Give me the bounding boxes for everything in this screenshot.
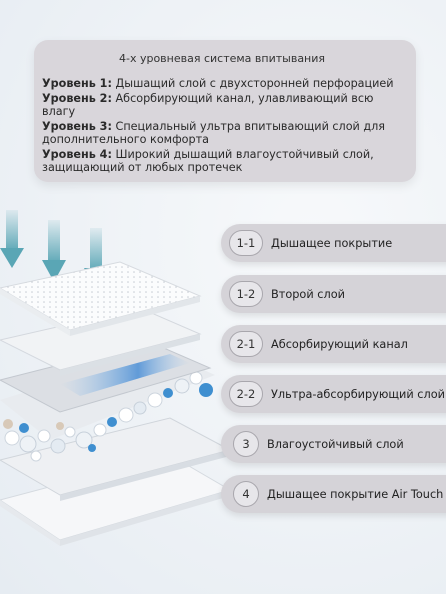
layer-label: Второй слой xyxy=(271,287,345,301)
layer-number: 1-2 xyxy=(229,281,263,307)
info-card: 4-х уровневая система впитывания Уровень… xyxy=(34,40,416,182)
layer-item-4: 4 Дышащее покрытие Air Touch xyxy=(221,475,446,513)
layer-number: 2-1 xyxy=(229,331,263,357)
arrow-icon xyxy=(42,220,66,282)
level-text: Дышащий слой с двухсторонней перфорацией xyxy=(115,77,394,90)
level-1: Уровень 1: Дышащий слой с двухсторонней … xyxy=(42,77,402,91)
level-text-cont: защищающий от любых протечек xyxy=(42,161,243,174)
layer-number: 1-1 xyxy=(229,230,263,256)
layer-label: Ультра-абсорбирующий слой xyxy=(271,387,445,401)
card-title: 4-х уровневая система впитывания xyxy=(118,52,326,65)
layer-item-2-1: 2-1 Абсорбирующий канал xyxy=(221,325,446,363)
layers-illustration xyxy=(0,210,230,546)
level-2: Уровень 2: Абсорбирующий канал, улавлива… xyxy=(42,92,402,119)
layer-number: 3 xyxy=(233,431,259,457)
layer-label: Абсорбирующий канал xyxy=(271,337,408,351)
layer-item-1-2: 1-2 Второй слой xyxy=(221,275,446,313)
layer-item-3: 3 Влагоустойчивый слой xyxy=(221,425,446,463)
layer-item-1-1: 1-1 Дышащее покрытие xyxy=(221,224,446,262)
level-text-cont: дополнительного комфорта xyxy=(42,133,209,146)
layer-number: 4 xyxy=(233,481,259,507)
level-label: Уровень 1: xyxy=(42,77,112,90)
level-text: Абсорбирующий канал, улавливающий всю вл… xyxy=(42,91,374,119)
layer-label: Дышащее покрытие Air Touch xyxy=(267,487,444,501)
level-label: Уровень 4: xyxy=(42,147,112,161)
level-label: Уровень 3: xyxy=(42,119,112,133)
level-label: Уровень 2: xyxy=(42,91,112,105)
layer-item-2-2: 2-2 Ультра-абсорбирующий слой xyxy=(221,375,446,413)
layer-3-sheet xyxy=(0,417,230,496)
level-3: Уровень 3: Специальный ультра впитывающи… xyxy=(42,120,402,147)
layer-label: Влагоустойчивый слой xyxy=(267,437,404,451)
level-4: Уровень 4: Широкий дышащий влагоустойчив… xyxy=(42,148,402,175)
layer-number: 2-2 xyxy=(229,381,263,407)
level-text: Широкий дышащий влагоустойчивый слой, xyxy=(115,147,374,161)
arrow-icon xyxy=(0,210,24,268)
level-text: Специальный ультра впитывающий слой для xyxy=(115,119,385,133)
layer-label: Дышащее покрытие xyxy=(271,236,393,250)
